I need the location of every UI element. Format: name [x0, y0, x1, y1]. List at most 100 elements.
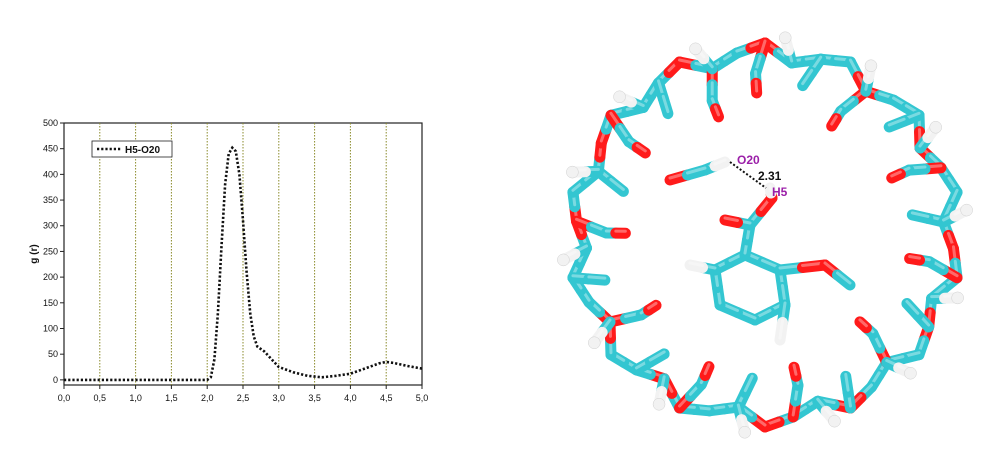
bond-segment	[906, 209, 934, 224]
y-axis-label: g (r)	[29, 244, 40, 263]
bond-highlight	[905, 300, 920, 315]
legend-box	[91, 140, 173, 158]
hydrogen-atom	[588, 336, 601, 349]
molecule-atoms	[557, 31, 973, 439]
y-tick-label: 350	[43, 195, 58, 205]
bond-segment	[750, 77, 763, 99]
atom-label-o20: O20	[737, 153, 760, 167]
bond-segment	[840, 370, 854, 398]
bond-highlight	[768, 184, 773, 193]
bond-segment	[644, 348, 670, 368]
bond-highlight	[890, 170, 902, 178]
y-tick-label: 250	[43, 246, 58, 256]
bond-highlight	[792, 363, 798, 376]
bond-segment	[886, 168, 906, 184]
x-tick-label: 1,5	[165, 393, 178, 403]
bond-highlight	[887, 117, 906, 127]
hydrogen-atom	[652, 398, 666, 411]
bond-segment	[583, 273, 611, 286]
bond-highlight	[635, 143, 647, 153]
bond-highlight	[647, 301, 658, 310]
x-tick-label: 5,0	[416, 393, 429, 403]
hydrogen-atom	[778, 31, 792, 45]
bond-highlight	[587, 275, 607, 280]
y-tick-label: 200	[43, 272, 58, 282]
legend-label: H5-O20	[125, 145, 160, 156]
bond-segment	[643, 299, 662, 316]
hydrogen-atom	[566, 165, 579, 179]
cyclodextrin-complex-image: O20 2.31 H5	[557, 31, 973, 439]
y-tick-label: 0	[53, 375, 58, 385]
bond-highlight	[858, 318, 868, 328]
distance-label: 2.31	[758, 169, 782, 183]
x-tick-label: 2,0	[201, 393, 214, 403]
bond-segment	[739, 372, 758, 399]
x-tick-label: 3,0	[273, 393, 286, 403]
bond-segment	[631, 141, 651, 159]
bond-highlight	[723, 216, 739, 222]
bond-highlight	[661, 94, 670, 114]
y-tick-label: 450	[43, 144, 58, 154]
bond-segment	[774, 317, 788, 346]
bond-segment	[709, 103, 725, 123]
legend: H5-O20	[91, 140, 173, 158]
hydrogen-atom	[960, 203, 973, 217]
bond-highlight	[688, 261, 704, 267]
series-line-h5-o20	[64, 145, 423, 382]
bond-highlight	[754, 79, 759, 93]
bond-segment	[883, 115, 910, 133]
bond-segment	[719, 214, 743, 228]
x-tick-label: 2,5	[237, 393, 250, 403]
x-tick-label: 4,5	[380, 393, 393, 403]
bond-segment	[904, 252, 925, 266]
bond-highlight	[844, 372, 850, 392]
hydrogen-bond-line	[729, 161, 767, 189]
bond-highlight	[910, 211, 930, 218]
hydrogen-atom	[864, 59, 878, 72]
y-tick-label: 50	[48, 349, 58, 359]
bond-segment	[682, 164, 711, 181]
bond-highlight	[908, 254, 921, 260]
hydrogen-atom	[904, 366, 917, 380]
bond-segment	[709, 156, 731, 172]
bond-segment	[797, 66, 818, 92]
hydrogen-atom	[738, 425, 752, 439]
hydrogen-atom	[613, 90, 626, 104]
bond-highlight	[836, 271, 852, 285]
bond-segment	[764, 182, 777, 199]
bond-highlight	[686, 166, 707, 175]
y-tick-label: 500	[43, 118, 58, 128]
x-tick-label: 3,5	[308, 393, 321, 403]
hydrogen-atom	[951, 291, 964, 305]
bond-segment	[657, 92, 674, 120]
x-axis: 0,0 0,5 1,0 1,5 2,0 2,5 3,0 3,5 4,0 4,5 5,0	[58, 385, 429, 403]
y-tick-label: 300	[43, 221, 58, 231]
bond-segment	[832, 269, 856, 291]
hydrogen-atom	[828, 414, 841, 428]
y-tick-label: 150	[43, 298, 58, 308]
bond-highlight	[801, 68, 814, 86]
bond-segment	[788, 361, 802, 382]
atom-label-h5: H5	[772, 185, 788, 199]
hydrogen-atom	[929, 121, 942, 134]
x-tick-label: 0,0	[58, 393, 71, 403]
x-tick-label: 0,5	[94, 393, 107, 403]
x-tick-label: 4,0	[344, 393, 357, 403]
bond-highlight	[609, 177, 625, 191]
bond-highlight	[743, 374, 754, 393]
bond-segment	[901, 298, 924, 321]
bond-segment	[684, 259, 708, 273]
bond-highlight	[713, 158, 727, 166]
y-tick-label: 400	[43, 169, 58, 179]
plot-frame	[63, 122, 423, 386]
hydrogen-atom	[689, 42, 702, 56]
bond-highlight	[713, 105, 721, 117]
bond-segment	[854, 316, 872, 334]
bond-segment	[826, 113, 842, 132]
bond-highlight	[648, 350, 666, 362]
bond-highlight	[703, 363, 711, 376]
x-tick-label: 1,0	[129, 393, 142, 403]
bond-segment	[699, 361, 715, 382]
